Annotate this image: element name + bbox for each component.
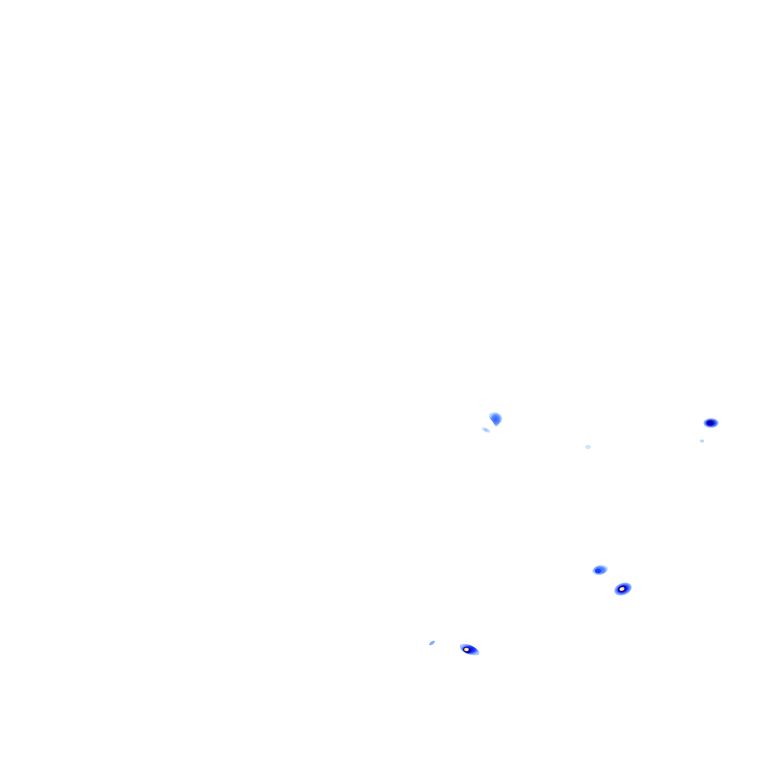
echo-speck-center — [585, 445, 591, 449]
echo-speck-south-west — [429, 640, 435, 646]
echo-cell-north-center-trail — [481, 427, 491, 433]
echo-cell-southeast-upper — [592, 565, 608, 576]
echo-cell-east — [703, 418, 719, 428]
echo-cell-south-core — [459, 643, 480, 656]
echo-speck-east — [699, 439, 705, 443]
echo-cell-north-center — [489, 412, 503, 427]
echo-cell-southeast-core — [614, 582, 632, 596]
